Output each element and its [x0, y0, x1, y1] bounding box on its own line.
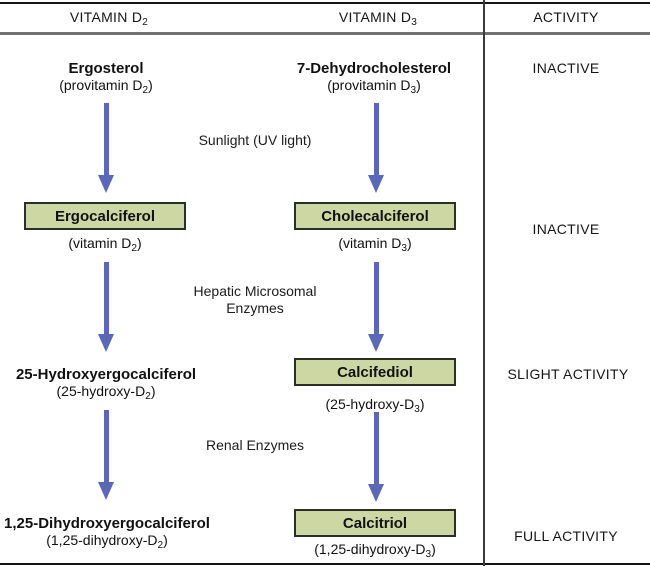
- formula-vitamin-d3: (vitamin D3): [338, 235, 412, 255]
- activity-label-row1: INACTIVE: [532, 60, 600, 76]
- node-name: 7-Dehydrocholesterol: [296, 60, 452, 77]
- arrow-head: [98, 175, 114, 193]
- formula-vitamin-d2: (vitamin D2): [68, 235, 142, 255]
- node-formula: (provitamin D2): [59, 77, 153, 97]
- arrow-head: [98, 334, 114, 352]
- node-ergosterol: Ergosterol (provitamin D2): [59, 60, 153, 97]
- arrow-shaft: [104, 262, 109, 334]
- label-renal-enzymes: Renal Enzymes: [205, 437, 305, 453]
- node-formula: (25-hydroxy-D2): [16, 383, 196, 403]
- activity-label-row4: FULL ACTIVITY: [514, 528, 618, 544]
- formula-pre: (vitamin D: [68, 235, 132, 251]
- box-cholecalciferol: Cholecalciferol: [294, 202, 456, 230]
- formula-pre: (provitamin D: [59, 77, 143, 93]
- arrow-shaft: [104, 410, 109, 482]
- d2-sunlight-down-arrow-icon: [98, 103, 115, 193]
- arrow-head: [368, 334, 384, 352]
- arrow-head: [368, 175, 384, 193]
- arrow-shaft: [374, 262, 379, 334]
- header-vitamin-d2-subscript: 2: [142, 17, 149, 29]
- box-ergocalciferol: Ergocalciferol: [24, 202, 186, 230]
- arrow-shaft: [374, 103, 379, 175]
- header-vitamin-d3-text: VITAMIN D: [338, 9, 412, 25]
- header-vitamin-d3: VITAMIN D3: [338, 9, 418, 29]
- header-vitamin-d2-text: VITAMIN D: [69, 9, 143, 25]
- formula-subscript: 2: [145, 391, 151, 403]
- node-25-hydroxyergocalciferol: 25-Hydroxyergocalciferol (25-hydroxy-D2): [15, 366, 197, 403]
- formula-pre: (1,25-dihydroxy-D: [46, 532, 158, 548]
- formula-post: ): [419, 396, 425, 412]
- arrow-shaft: [104, 103, 109, 175]
- formula-pre: (1,25-dihydroxy-D: [314, 541, 426, 557]
- formula-subscript: 2: [131, 243, 137, 255]
- header-vitamin-d2: VITAMIN D2: [69, 9, 149, 29]
- formula-post: ): [406, 235, 412, 251]
- node-formula: (provitamin D3): [297, 77, 451, 97]
- arrow-head: [368, 484, 384, 502]
- d3-hepatic-down-arrow-icon: [368, 262, 385, 352]
- d2-hepatic-down-arrow-icon: [98, 262, 115, 352]
- top-rule: [0, 2, 650, 4]
- formula-pre: (vitamin D: [338, 235, 402, 251]
- activity-label-row3: SLIGHT ACTIVITY: [507, 366, 629, 382]
- formula-post: ): [163, 532, 168, 548]
- box-calcifediol: Calcifediol: [294, 358, 456, 386]
- formula-post: ): [136, 235, 142, 251]
- arrow-shaft: [374, 412, 379, 484]
- formula-subscript: 3: [414, 404, 420, 416]
- node-1-25-dihydroxyergocalciferol: 1,25-Dihydroxyergocalciferol (1,25-dihyd…: [4, 515, 210, 552]
- header-activity: ACTIVITY: [533, 9, 599, 25]
- label-line-2: Enzymes: [226, 300, 284, 316]
- formula-subscript: 3: [401, 243, 407, 255]
- node-7-dehydrocholesterol: 7-Dehydrocholesterol (provitamin D3): [296, 60, 452, 97]
- header-vitamin-d3-subscript: 3: [411, 17, 418, 29]
- label-line-1: Hepatic Microsomal: [193, 283, 317, 299]
- formula-pre: (25-hydroxy-D: [56, 383, 146, 399]
- d2-renal-down-arrow-icon: [98, 410, 115, 500]
- formula-subscript: 3: [425, 549, 432, 561]
- node-name: 1,25-Dihydroxyergocalciferol: [4, 515, 210, 532]
- node-name: Ergosterol: [68, 60, 144, 77]
- formula-post: ): [150, 383, 156, 399]
- formula-pre: (25-hydroxy-D: [325, 396, 415, 412]
- activity-column-divider: [483, 0, 485, 566]
- formula-post: ): [431, 541, 436, 557]
- label-hepatic-microsomal-enzymes: Hepatic Microsomal Enzymes: [194, 283, 317, 317]
- formula-25-hydroxy-d3: (25-hydroxy-D3): [325, 396, 425, 416]
- d3-renal-down-arrow-icon: [368, 412, 385, 502]
- d3-sunlight-down-arrow-icon: [368, 103, 385, 193]
- node-formula: (1,25-dihydroxy-D2): [4, 532, 210, 552]
- formula-subscript: 2: [157, 540, 164, 552]
- formula-pre: (provitamin D: [327, 77, 411, 93]
- formula-1-25-dihydroxy-d3: (1,25-dihydroxy-D3): [314, 541, 436, 561]
- activity-label-row2: INACTIVE: [532, 221, 600, 237]
- box-calcitriol: Calcitriol: [294, 509, 456, 537]
- label-sunlight: Sunlight (UV light): [198, 132, 312, 148]
- formula-post: ): [416, 77, 421, 93]
- formula-post: ): [148, 77, 153, 93]
- formula-subscript: 3: [410, 85, 417, 97]
- node-name: 25-Hydroxyergocalciferol: [15, 366, 197, 383]
- formula-subscript: 2: [142, 85, 149, 97]
- arrow-head: [98, 482, 114, 500]
- header-underline-rule: [0, 32, 650, 35]
- bottom-rule: [0, 563, 650, 565]
